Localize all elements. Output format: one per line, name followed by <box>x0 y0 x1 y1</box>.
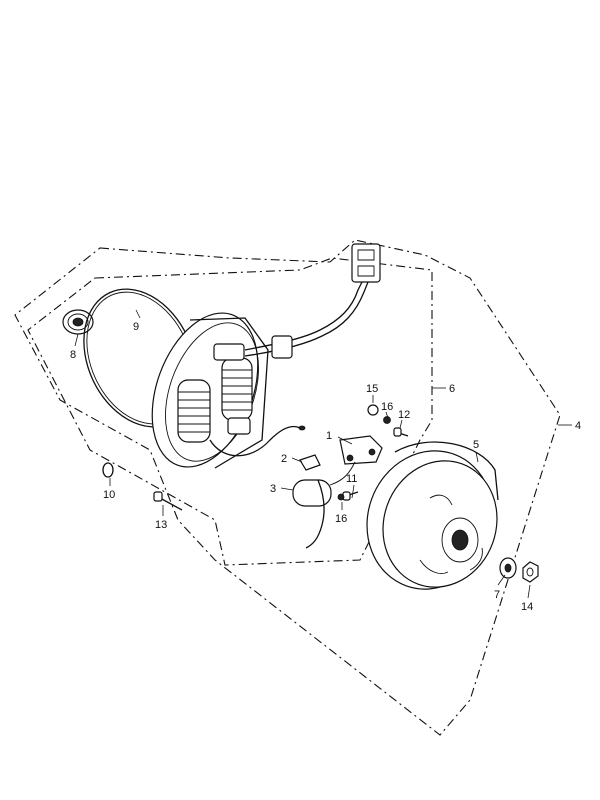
part-number-labels: 1 2 3 4 5 6 7 8 9 10 11 12 13 14 15 16 1… <box>70 321 581 613</box>
assembly-boundary-inner <box>27 257 433 566</box>
leader-lines <box>74 309 572 599</box>
part-label-4: 4 <box>575 420 581 432</box>
part-label-13: 13 <box>155 519 167 531</box>
assembly-boundary-outer <box>14 239 561 736</box>
stator-coils <box>177 343 253 443</box>
part-label-5: 5 <box>473 439 479 451</box>
clip-part <box>299 454 321 471</box>
contact-breaker-part <box>339 435 383 465</box>
part-label-11: 11 <box>346 473 357 485</box>
part-label-2: 2 <box>281 453 287 465</box>
oil-seal-part <box>62 309 94 335</box>
part-label-15: 15 <box>366 383 378 395</box>
washer-part <box>499 557 517 579</box>
small-o-ring-part <box>102 462 114 478</box>
condenser-part <box>292 461 356 549</box>
part-label-8: 8 <box>70 349 76 361</box>
wire-harness <box>209 243 381 457</box>
part-label-3: 3 <box>270 483 276 495</box>
part-label-12: 12 <box>398 409 410 421</box>
part-label-7: 7 <box>494 589 500 601</box>
screws-and-washers <box>153 404 409 511</box>
part-label-10: 10 <box>103 489 115 501</box>
part-label-6: 6 <box>449 383 455 395</box>
nut-part <box>522 561 539 583</box>
part-label-16-upper: 16 <box>381 401 393 413</box>
part-label-16-lower: 16 <box>335 513 347 525</box>
part-label-1: 1 <box>326 430 332 442</box>
part-label-14: 14 <box>521 601 533 613</box>
flywheel-part <box>366 441 499 590</box>
part-label-9: 9 <box>133 321 139 333</box>
